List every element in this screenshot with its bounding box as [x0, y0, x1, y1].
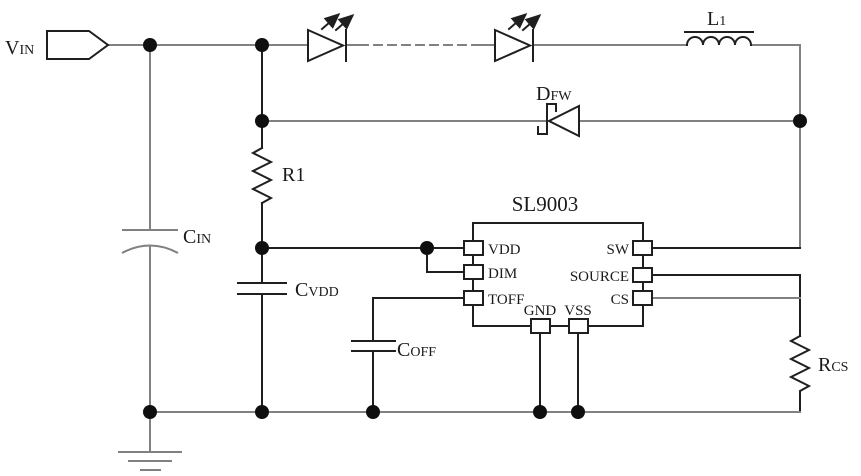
r1-label: R1: [282, 164, 305, 186]
capacitor-cvdd: CVDD: [237, 279, 339, 301]
pin-vss: [568, 318, 589, 334]
cvdd-label: CVDD: [295, 279, 339, 301]
junction-dot: [143, 38, 157, 52]
wire-source: [651, 274, 801, 337]
vin-tag-icon: [46, 30, 110, 60]
pin-toff: [463, 290, 484, 306]
junction-dot: [255, 241, 269, 255]
r1-zigzag-icon: [250, 146, 274, 205]
junction-dot: [571, 405, 585, 419]
junction-dot: [255, 405, 269, 419]
wires: [107, 44, 801, 413]
pin-vdd-label: VDD: [488, 242, 521, 258]
led-1: [307, 13, 355, 63]
coff-label: COFF: [397, 339, 436, 361]
pin-vdd: [463, 240, 484, 256]
ic-sl9003: SL9003 VDD DIM TOFF SW SOURCE CS GND VSS: [463, 192, 653, 334]
junction-dots: [143, 38, 807, 419]
junction-dot: [420, 241, 434, 255]
inductor-coil-icon: [685, 36, 753, 47]
inductor-l1: L1: [684, 8, 754, 47]
pin-sw: [632, 240, 653, 256]
resistor-rcs: RCS: [788, 334, 848, 393]
pin-toff-label: TOFF: [488, 292, 524, 308]
capacitor-coff: COFF: [351, 339, 436, 361]
pin-vss-label: VSS: [564, 303, 592, 319]
junction-dot: [255, 38, 269, 52]
junction-dot: [366, 405, 380, 419]
led-2: [494, 13, 542, 63]
dfw-label: DFW: [536, 83, 572, 105]
junction-dot: [533, 405, 547, 419]
cin-plate-curved: [121, 244, 179, 254]
rcs-label: RCS: [818, 354, 848, 376]
dfw-schottky-cathode-icon: [537, 103, 557, 135]
led-1-light-arrow-2-icon: [334, 14, 355, 32]
pin-source-label: SOURCE: [570, 269, 629, 285]
pin-gnd: [530, 318, 551, 334]
junction-dot: [255, 114, 269, 128]
pin-cs-label: CS: [611, 292, 629, 308]
rcs-zigzag-icon: [788, 334, 812, 393]
vin-terminal: VIN: [5, 30, 110, 60]
junction-dot: [793, 114, 807, 128]
capacitor-cin: CIN: [121, 226, 211, 254]
led-1-triangle-icon: [307, 28, 346, 63]
led-2-triangle-icon: [494, 28, 533, 63]
ic-title: SL9003: [512, 192, 579, 216]
pin-dim: [463, 264, 484, 280]
dfw-triangle-icon: [546, 104, 580, 138]
ic-body: [472, 222, 644, 327]
ground-symbol: [118, 412, 182, 471]
pin-cs: [632, 290, 653, 306]
resistor-r1: R1: [250, 146, 305, 205]
led-2-light-arrow-1-icon: [507, 13, 528, 31]
vin-label: VIN: [5, 37, 34, 59]
cin-label: CIN: [183, 226, 211, 248]
led-1-light-arrow-1-icon: [320, 13, 341, 31]
pin-sw-label: SW: [607, 242, 630, 258]
wire-dim: [426, 247, 465, 273]
pin-source: [632, 267, 653, 283]
diode-dfw: DFW: [536, 83, 580, 138]
pin-gnd-label: GND: [524, 303, 557, 319]
led-2-light-arrow-2-icon: [521, 14, 542, 32]
l1-label: L1: [707, 8, 726, 30]
junction-dot: [143, 405, 157, 419]
pin-dim-label: DIM: [488, 266, 517, 282]
